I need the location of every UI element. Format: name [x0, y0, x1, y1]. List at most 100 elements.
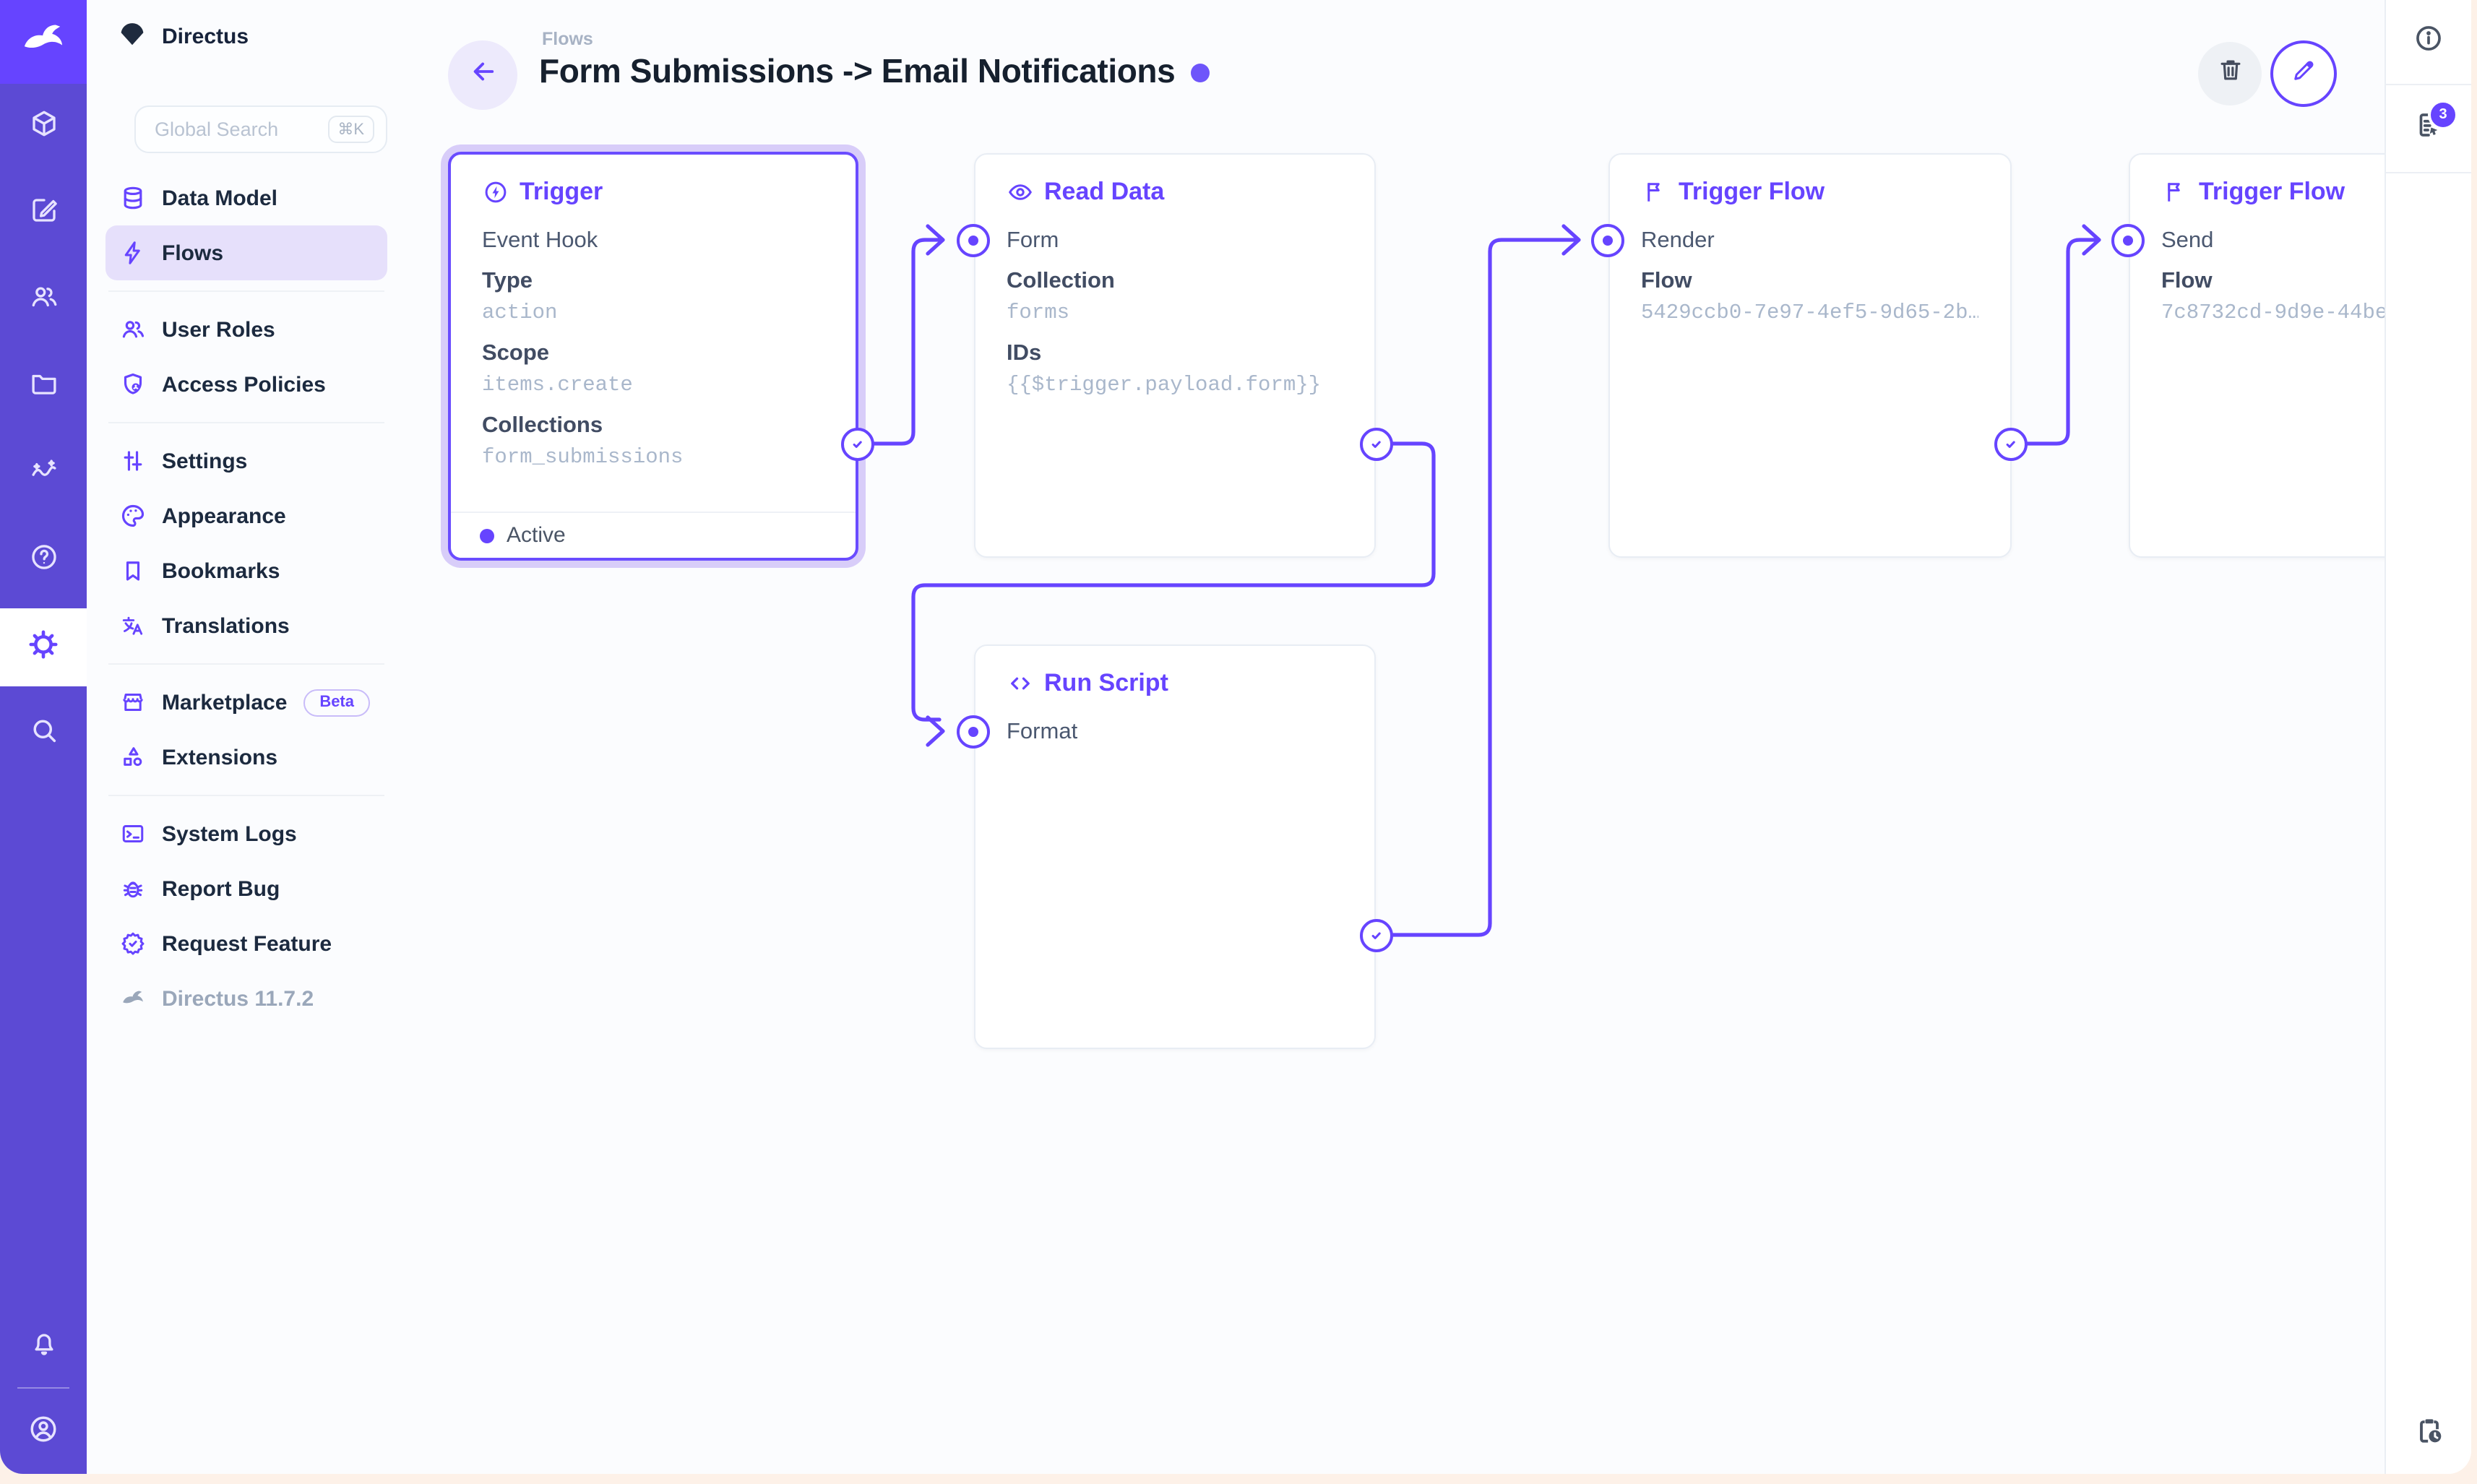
field-label: Scope — [482, 341, 550, 366]
operation-name: Send — [2161, 228, 2214, 253]
flow-node-read-data[interactable]: Read Data Form Collection forms IDs {{$t… — [973, 153, 1376, 558]
sidebar-item-label: Data Model — [162, 186, 278, 210]
connector-out-trigger[interactable] — [841, 427, 874, 460]
node-run-script-header: Run Script — [1007, 669, 1343, 698]
field-label: Collection — [1007, 269, 1115, 293]
module-editor-button[interactable] — [0, 182, 87, 246]
sidebar-item-bookmarks[interactable]: Bookmarks — [105, 543, 387, 598]
search-shortcut-kbd: ⌘K — [327, 116, 374, 143]
field-label: Flow — [1641, 269, 1692, 293]
sidebar-item-flows[interactable]: Flows — [105, 225, 387, 280]
field-value: 7c8732cd-9d9e-44be — [2161, 302, 2388, 325]
storefront-icon — [120, 689, 146, 715]
sidebar-item-access-policies[interactable]: Access Policies — [105, 357, 387, 412]
sidebar-item-label: Access Policies — [162, 372, 326, 397]
module-content-button[interactable] — [0, 95, 87, 159]
arrow-left-icon — [468, 56, 498, 94]
sidebar-item-request-feature[interactable]: Request Feature — [105, 916, 387, 971]
nav-list: Data Model Flows User Roles — [105, 171, 387, 1026]
rabbit-logo-icon — [19, 14, 68, 70]
sidebar-item-settings[interactable]: Settings — [105, 433, 387, 488]
module-help-button[interactable] — [0, 529, 87, 592]
connector-out-read-data[interactable] — [1359, 427, 1392, 460]
field-value: items.create — [482, 374, 633, 397]
module-settings-button[interactable] — [0, 608, 87, 686]
node-title: Run Script — [1044, 669, 1168, 696]
logs-drawer-button[interactable]: 3 — [2386, 85, 2471, 173]
bolt-icon — [120, 240, 146, 266]
notifications-button[interactable] — [0, 1315, 87, 1379]
sidebar-item-label: System Logs — [162, 821, 297, 846]
sidebar-item-label: Settings — [162, 449, 248, 473]
connector-in-trigger-flow-render[interactable] — [1591, 223, 1624, 256]
sidebar-item-label: Appearance — [162, 504, 286, 528]
flow-node-run-script[interactable]: Run Script Format — [973, 644, 1376, 1049]
sidebar-item-data-model[interactable]: Data Model — [105, 171, 387, 225]
account-circle-icon — [27, 1412, 59, 1451]
sidebar-item-label: Translations — [162, 613, 290, 638]
sidebar-item-marketplace[interactable]: Marketplace Beta — [105, 675, 387, 730]
settings-gear-icon — [27, 628, 59, 667]
flow-color-dot — [1191, 64, 1210, 82]
sidebar-item-label: User Roles — [162, 317, 275, 342]
global-search-input[interactable]: Global Search ⌘K — [134, 105, 387, 153]
sidebar-item-system-logs[interactable]: System Logs — [105, 806, 387, 861]
edit-flow-button[interactable] — [2270, 40, 2337, 107]
bolt-circle-icon — [482, 179, 508, 205]
user-roles-icon — [120, 316, 146, 342]
directus-logo-button[interactable] — [0, 0, 87, 84]
node-title: Trigger — [520, 178, 603, 205]
sidebar-item-user-roles[interactable]: User Roles — [105, 302, 387, 357]
terminal-icon — [120, 821, 146, 847]
sidebar-item-translations[interactable]: Translations — [105, 598, 387, 653]
connector-in-run-script[interactable] — [957, 715, 990, 748]
flow-node-trigger-flow-render[interactable]: Trigger Flow Render Flow 5429ccb0-7e97-4… — [1608, 153, 2011, 558]
node-read-data-header: Read Data — [1007, 178, 1343, 207]
connector-out-run-script[interactable] — [1359, 918, 1392, 952]
rail-divider — [17, 1387, 69, 1389]
user-menu-button[interactable] — [0, 1400, 87, 1464]
extensions-icon — [120, 744, 146, 770]
trigger-type-text: Event Hook — [482, 228, 598, 253]
module-insights-button[interactable] — [0, 442, 87, 506]
node-trigger-flow-header: Trigger Flow — [2161, 178, 2471, 207]
field-value: action — [482, 302, 558, 325]
pending-revisions-button[interactable] — [2386, 1415, 2471, 1454]
field-label: IDs — [1007, 341, 1042, 366]
field-value: form_submissions — [482, 447, 684, 470]
tune-icon — [120, 448, 146, 474]
info-drawer-button[interactable] — [2386, 0, 2471, 85]
connector-in-read-data[interactable] — [957, 223, 990, 256]
flag-icon — [1641, 179, 1667, 205]
code-icon — [1007, 670, 1033, 696]
sidebar-item-report-bug[interactable]: Report Bug — [105, 861, 387, 916]
search-placeholder: Global Search — [155, 118, 279, 140]
field-value: forms — [1007, 302, 1070, 325]
sidebar-item-label: Extensions — [162, 745, 278, 769]
right-sidebar: 3 — [2385, 0, 2471, 1474]
feature-icon — [120, 931, 146, 957]
active-status-dot — [479, 528, 494, 543]
bug-icon — [120, 876, 146, 902]
sidebar-item-extensions[interactable]: Extensions — [105, 730, 387, 785]
node-title: Read Data — [1044, 178, 1165, 205]
bookmark-icon — [120, 558, 146, 584]
connector-in-trigger-flow-send[interactable] — [2111, 223, 2145, 256]
delete-flow-button[interactable] — [2198, 42, 2262, 105]
access-policies-icon — [120, 371, 146, 397]
back-button[interactable] — [448, 40, 517, 110]
box-icon — [28, 108, 59, 146]
module-search-button[interactable] — [0, 702, 87, 766]
project-chip[interactable]: Directus — [119, 20, 249, 53]
sidebar-item-appearance[interactable]: Appearance — [105, 488, 387, 543]
breadcrumb[interactable]: Flows — [542, 29, 593, 49]
page-title: Form Submissions -> Email Notifications — [539, 52, 1210, 91]
eye-icon — [1007, 179, 1033, 205]
operation-name: Render — [1641, 228, 1715, 253]
flow-node-trigger[interactable]: Trigger Event Hook Type action Scope ite… — [447, 152, 858, 561]
connector-out-trigger-flow-render[interactable] — [1994, 427, 2028, 460]
module-users-button[interactable] — [0, 269, 87, 332]
module-files-button[interactable] — [0, 355, 87, 419]
module-rail — [0, 0, 87, 1474]
